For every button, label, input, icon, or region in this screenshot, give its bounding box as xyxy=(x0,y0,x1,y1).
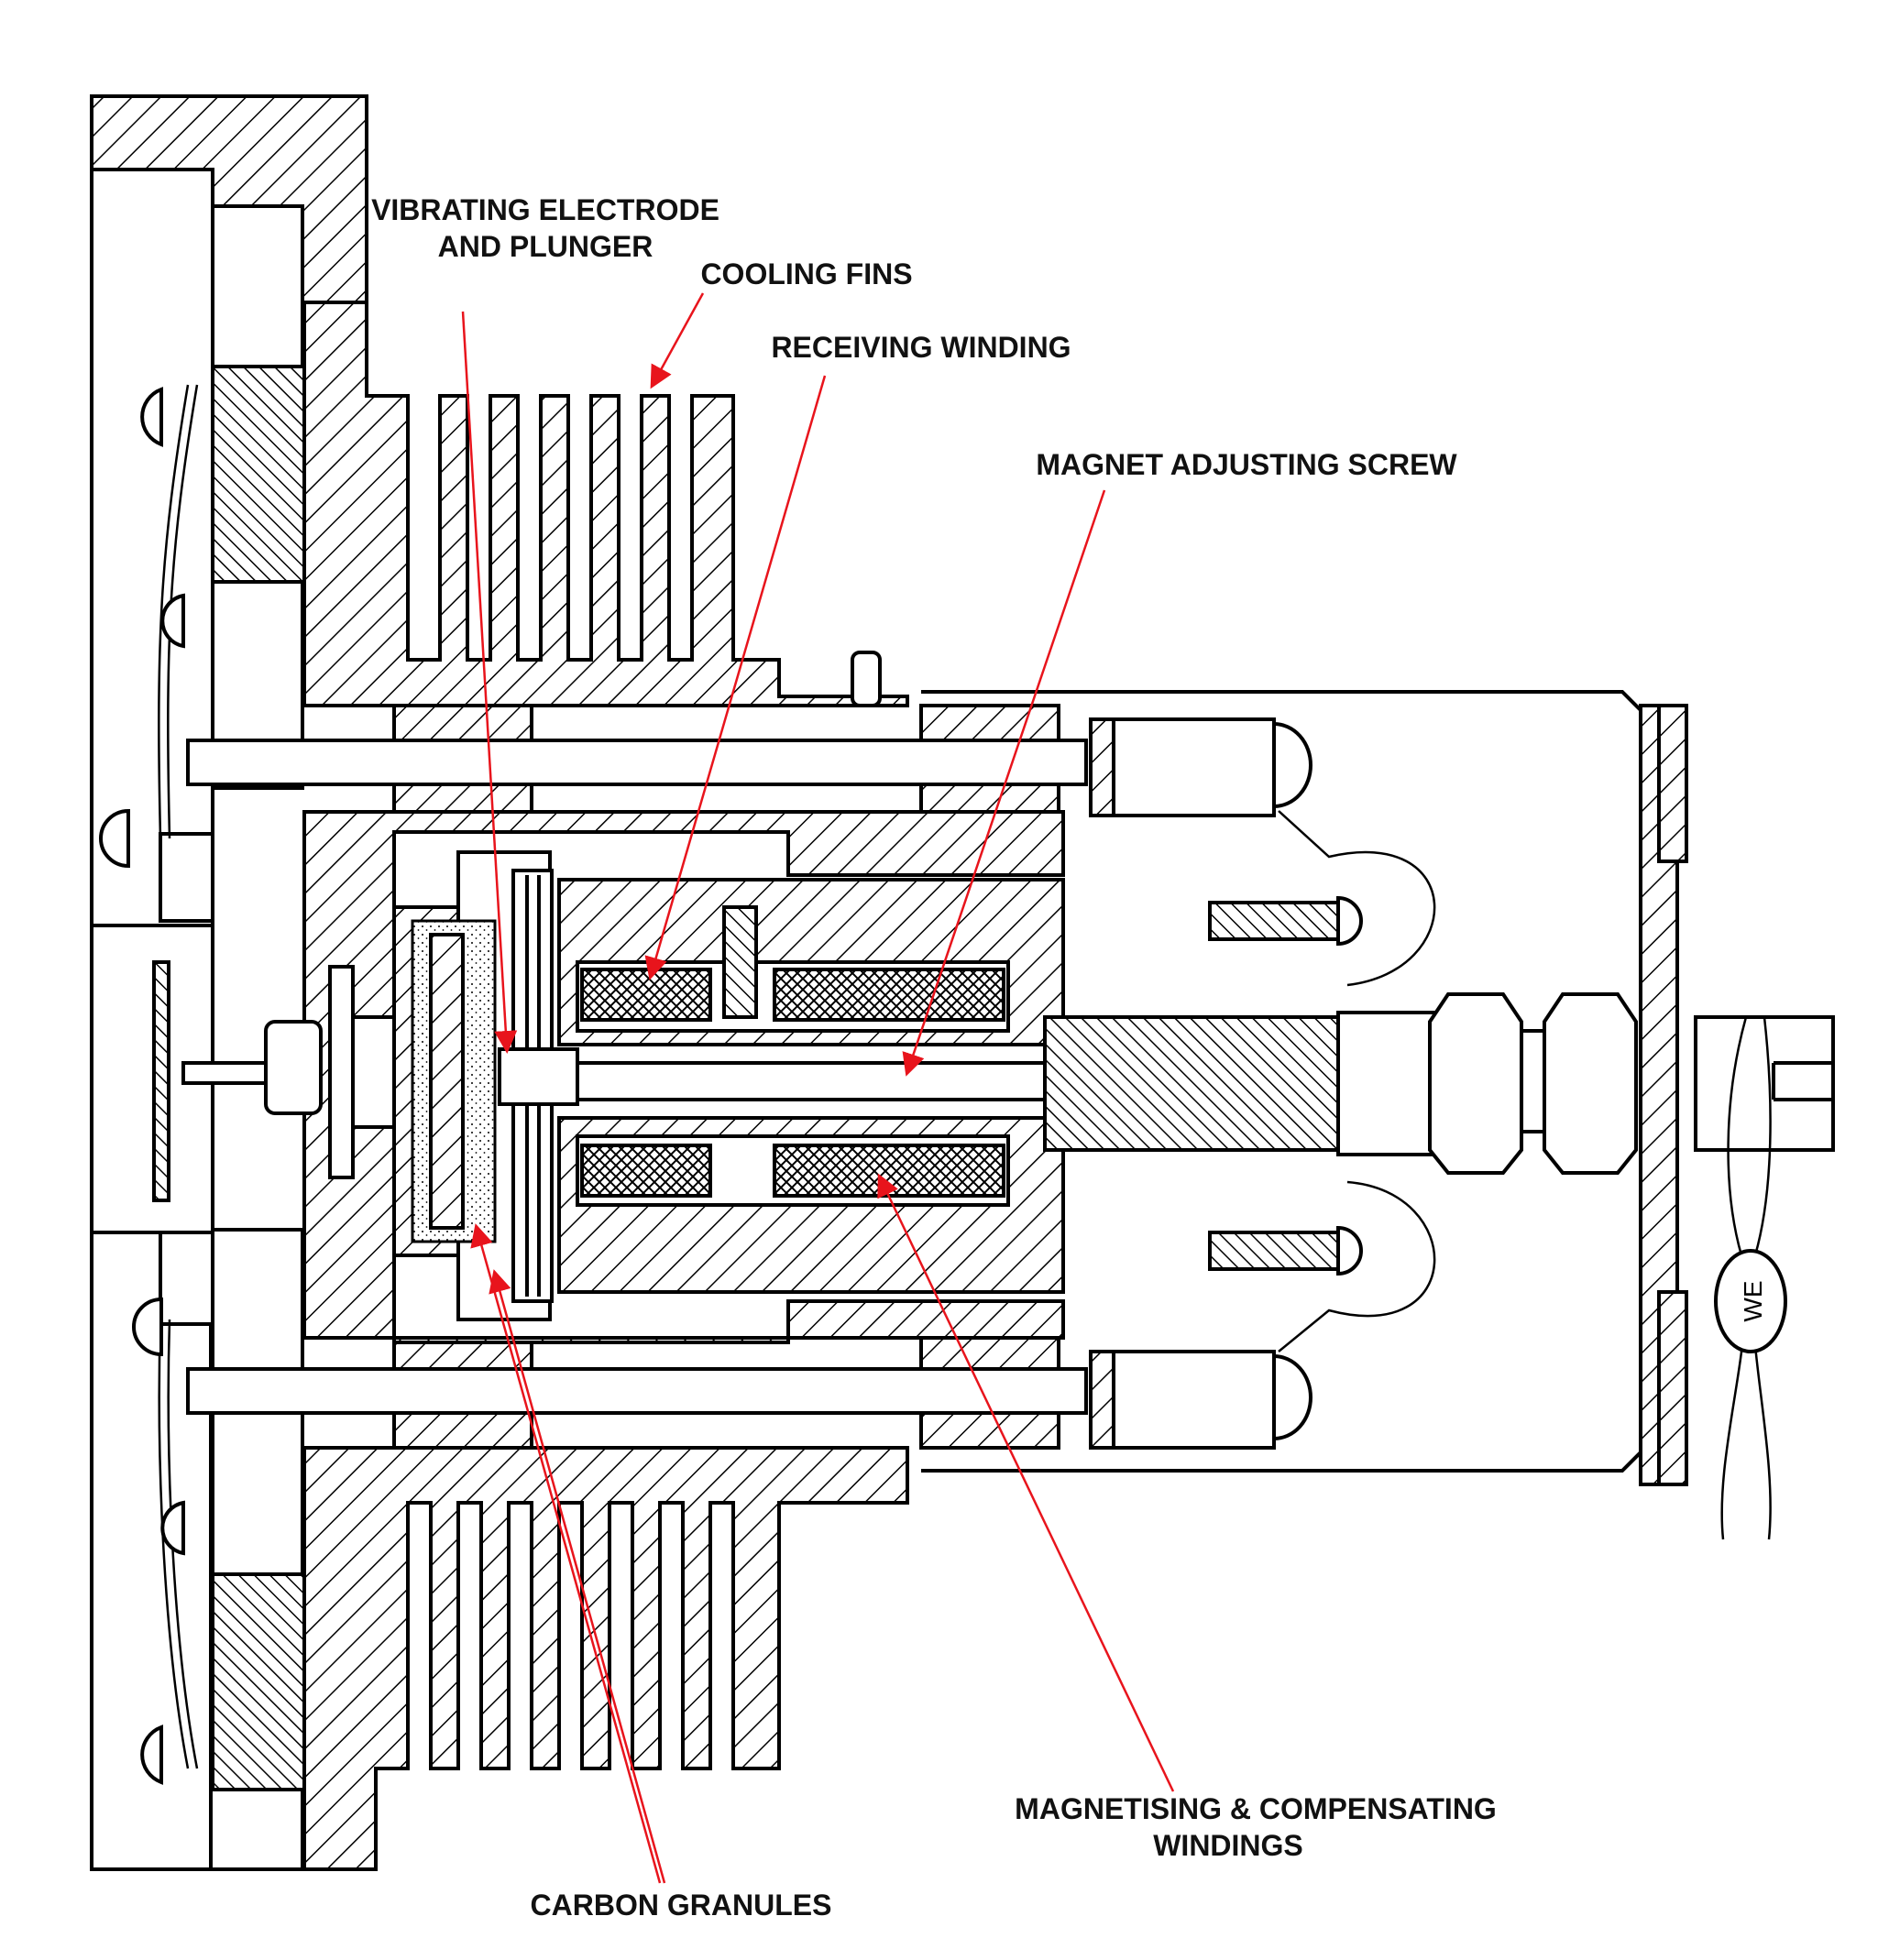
arrow-cooling-fins xyxy=(650,292,705,389)
seal-tag-text: WE xyxy=(1739,1280,1767,1321)
label-magnetising-line1: MAGNETISING & COMPENSATING xyxy=(1015,1792,1497,1825)
arrow-receiving-winding xyxy=(644,375,827,980)
lower-body-with-cooling-fins xyxy=(302,1446,909,1871)
arrow-magnet-adjusting-screw xyxy=(902,489,1106,1077)
rear-cover xyxy=(921,690,1835,1486)
magnetising-compensating-windings xyxy=(580,968,1005,1198)
arrow-vibrating-electrode xyxy=(461,311,518,1054)
arrow-magnetising-windings xyxy=(877,1173,1175,1792)
terminal-blocks xyxy=(1089,717,1363,1450)
adjusting-stud xyxy=(722,905,758,1019)
upper-body-with-cooling-fins xyxy=(302,301,909,707)
diaphragm xyxy=(152,384,199,1769)
label-vibrating-electrode-line2: AND PLUNGER xyxy=(438,230,653,263)
leader-arrows xyxy=(461,292,1175,1884)
mounting-screws xyxy=(99,387,185,1785)
label-cooling-fins: COOLING FINS xyxy=(700,257,912,290)
receiving-winding xyxy=(580,968,712,1022)
front-nut-assembly xyxy=(181,965,396,1179)
seal-tag: WE xyxy=(1714,1016,1787,1540)
arrow-carbon-granules-1 xyxy=(470,1223,662,1884)
label-vibrating-electrode-line1: VIBRATING ELECTRODE xyxy=(371,193,719,226)
label-magnetising-line2: WINDINGS xyxy=(1153,1829,1303,1862)
lead-wires xyxy=(1278,810,1436,1352)
label-carbon-granules: CARBON GRANULES xyxy=(531,1889,832,1922)
magnet-adjusting-screw xyxy=(1043,992,1638,1175)
label-receiving-winding: RECEIVING WINDING xyxy=(771,331,1071,364)
label-magnet-adjusting-screw: MAGNET ADJUSTING SCREW xyxy=(1036,448,1457,481)
arrow-carbon-granules-2 xyxy=(489,1269,666,1884)
tie-rods xyxy=(186,704,1088,1450)
